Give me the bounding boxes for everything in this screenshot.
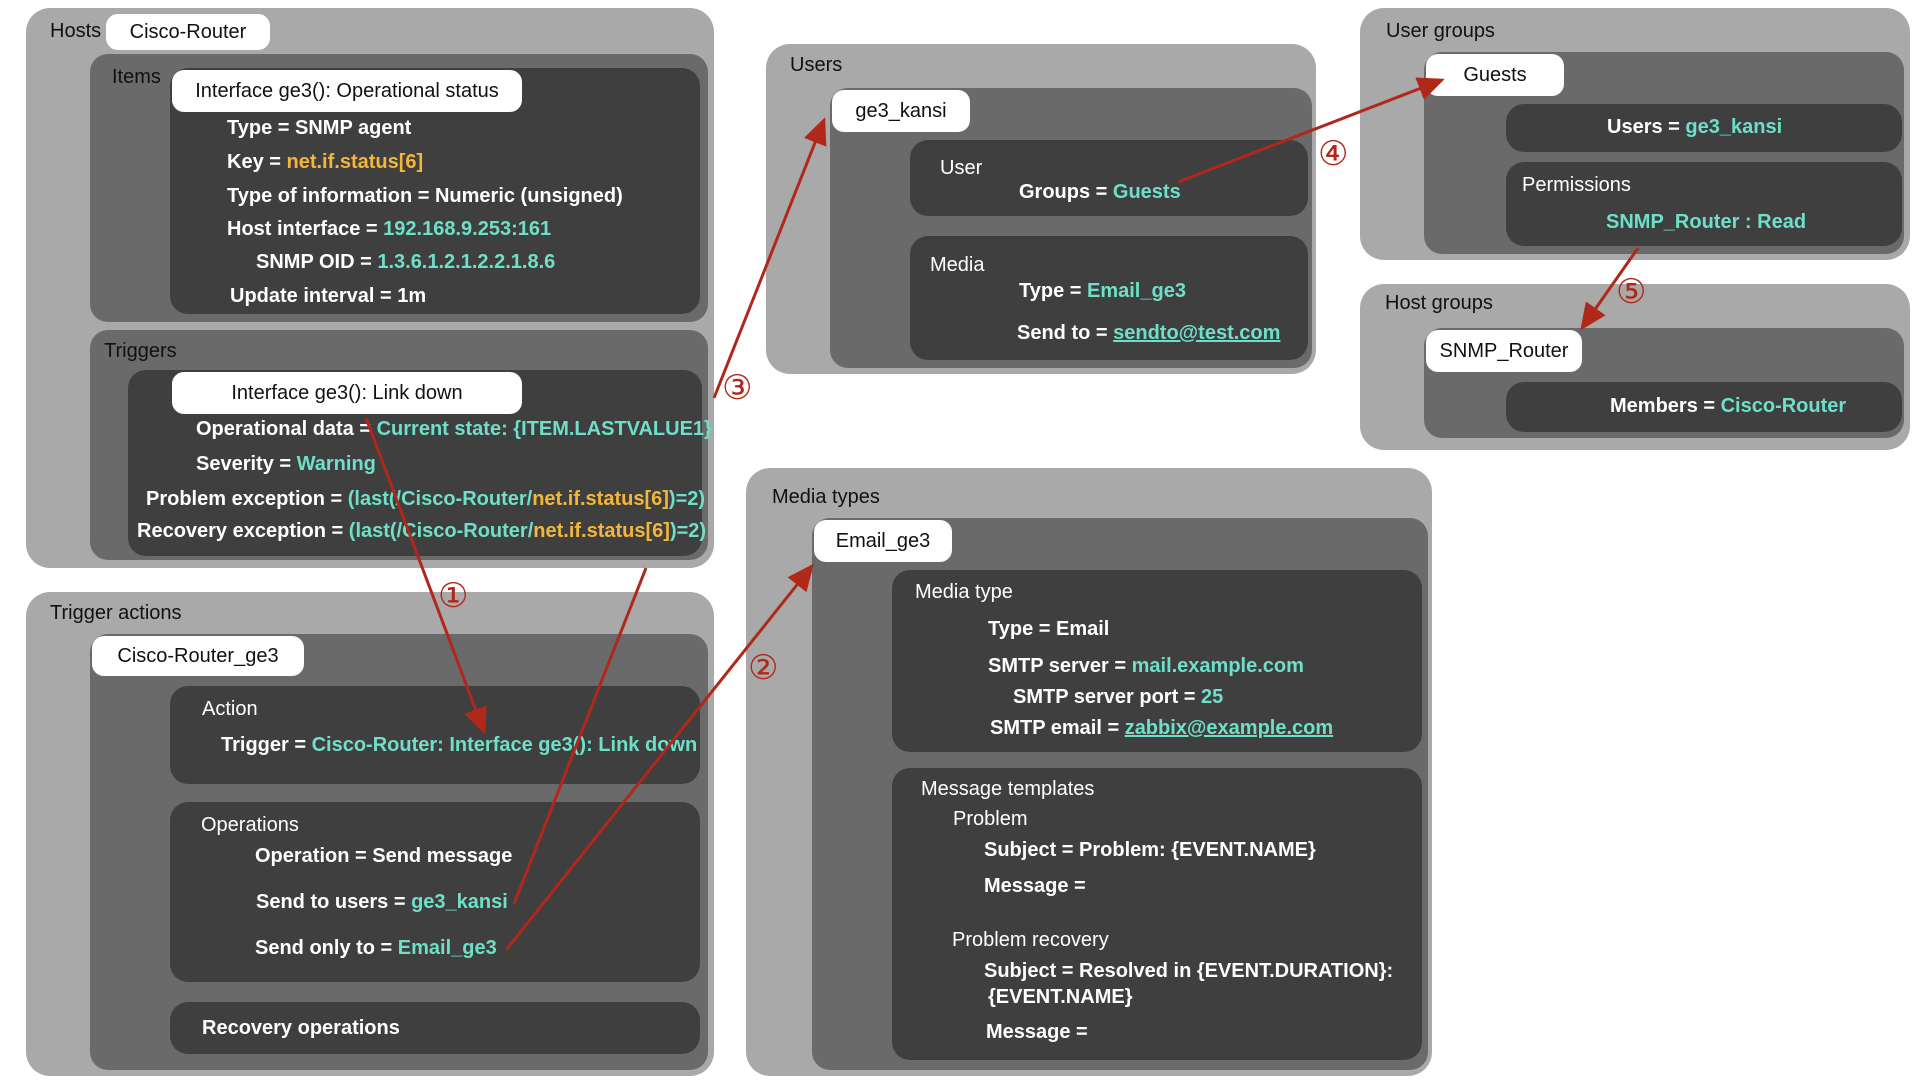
user-group-users-box [1506,104,1902,152]
arrow-1 [364,417,487,735]
trigger-opdata: Operational data = Current state: {ITEM.… [196,418,712,440]
media-type-smtp-port: SMTP server port = 25 [1013,686,1224,708]
trigger-name-pill[interactable]: Interface ge3(): Link down [172,372,522,414]
item-type-info: Type of information = Numeric (unsigned) [227,185,623,207]
smtp-email-link[interactable]: zabbix@example.com [1124,717,1334,739]
trigger-recovery-exception: Recovery exception = (last(/Cisco-Router… [137,520,707,542]
recovery-message: Message = [986,1021,1088,1043]
media-type-type: Type = Email [988,618,1110,640]
recovery-operations-box [170,1002,700,1054]
arrow-4 [1177,77,1445,184]
host-group-members: Members = Cisco-Router [1610,395,1847,417]
hosts-label: Hosts [50,20,102,42]
arrow-3b [712,117,827,399]
operations-label: Operations [201,814,299,836]
problem-recovery-label: Problem recovery [952,929,1109,951]
user-label: User [940,157,983,179]
item-name-pill[interactable]: Interface ge3(): Operational status [172,70,522,112]
recovery-subject-line1: Subject = Resolved in {EVENT.DURATION}: [984,960,1394,982]
trigger-actions-label: Trigger actions [50,602,182,624]
media-type: Type = Email_ge3 [1019,280,1186,302]
host-group-name-pill[interactable]: SNMP_Router [1426,330,1582,372]
item-update-interval: Update interval = 1m [230,285,427,307]
media-type-name-pill[interactable]: Email_ge3 [814,520,952,562]
user-name-pill[interactable]: ge3_kansi [832,90,970,132]
arrow-5 [1580,247,1640,331]
media-type-label: Media type [915,581,1013,603]
operation-send-users: Send to users = ge3_kansi [256,891,508,913]
user-group-name-pill[interactable]: Guests [1426,54,1564,96]
problem-message: Message = [984,875,1086,897]
items-label: Items [112,66,161,88]
media-type-smtp-server: SMTP server = mail.example.com [988,655,1304,677]
host-name-pill[interactable]: Cisco-Router [106,14,270,50]
trigger-problem-exception: Problem exception = (last(/Cisco-Router/… [146,488,706,510]
action-label: Action [202,698,258,720]
recovery-operations-label: Recovery operations [202,1017,400,1039]
host-groups-label: Host groups [1385,292,1493,314]
operations-box [170,802,700,982]
permissions-value: SNMP_Router : Read [1606,211,1807,233]
step-1-marker: ① [438,577,469,615]
users-label: Users [790,54,843,76]
media-type-smtp-email: SMTP email = zabbix@example.com [990,717,1334,739]
user-groups: Groups = Guests [1019,181,1181,203]
item-key: Key = net.if.status[6] [227,151,424,173]
action-trigger: Trigger = Cisco-Router: Interface ge3():… [221,734,698,756]
item-type: Type = SNMP agent [227,117,412,139]
message-templates-label: Message templates [921,778,1095,800]
user-box [910,140,1308,216]
arrow-3a [512,567,648,905]
recovery-subject-line2: {EVENT.NAME} [988,986,1133,1008]
step-4-marker: ④ [1318,135,1349,173]
operation-send-only: Send only to = Email_ge3 [255,937,497,959]
item-host-interface: Host interface = 192.168.9.253:161 [227,218,552,240]
user-group-users: Users = ge3_kansi [1607,116,1783,138]
media-types-label: Media types [772,486,880,508]
permissions-label: Permissions [1522,174,1631,196]
action-box [170,686,700,784]
user-groups-label: User groups [1386,20,1495,42]
problem-label: Problem [953,808,1028,830]
media-label: Media [930,254,985,276]
step-5-marker: ⑤ [1616,273,1647,311]
step-2-marker: ② [748,649,779,687]
media-send-to-link[interactable]: sendto@test.com [1113,322,1281,344]
media-box [910,236,1308,360]
host-group-members-box [1506,382,1902,432]
media-send-to: Send to = sendto@test.com [1017,322,1281,344]
item-snmp-oid: SNMP OID = 1.3.6.1.2.1.2.2.1.8.6 [256,251,556,273]
step-3-marker: ③ [722,369,753,407]
permissions-box [1506,162,1902,246]
arrow-2 [504,563,814,951]
media-type-box [892,570,1422,752]
operation-type: Operation = Send message [255,845,513,867]
message-templates-box [892,768,1422,1060]
trigger-severity: Severity = Warning [196,453,376,475]
problem-subject: Subject = Problem: {EVENT.NAME} [984,839,1316,861]
triggers-label: Triggers [104,340,177,362]
action-name-pill[interactable]: Cisco-Router_ge3 [92,636,304,676]
